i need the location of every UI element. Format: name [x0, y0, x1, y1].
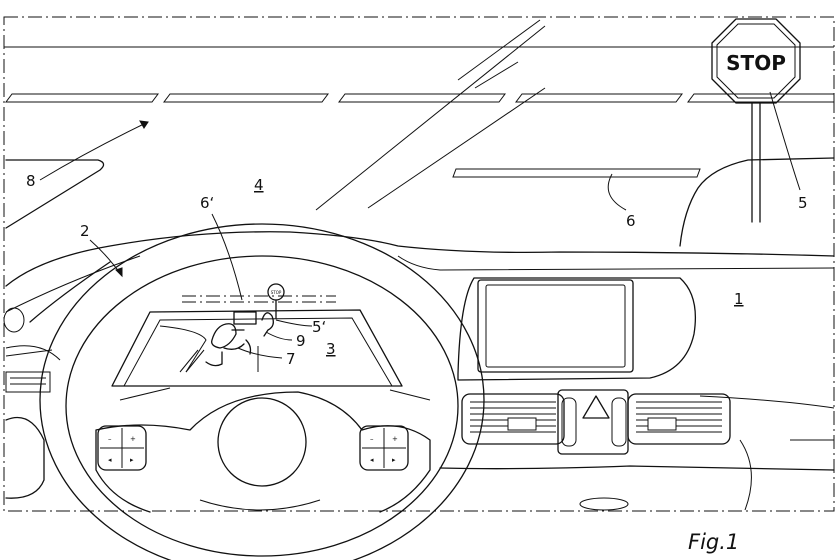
right-prev-label: ◂	[370, 456, 374, 464]
steering-wheel	[39, 223, 485, 560]
stop-sign-text: STOP	[726, 51, 786, 75]
label-5: 5	[798, 194, 808, 212]
label-9: 9	[296, 332, 306, 350]
projected-marking-6	[452, 168, 701, 178]
left-next-label: ▸	[130, 456, 134, 464]
reference-numerals: 1 2 3 4 5 5‘ 6 6‘ 7 8 9	[26, 172, 808, 368]
steering-buttons-left: – + ◂ ▸	[97, 425, 147, 471]
dashboard-inner-contour	[5, 255, 835, 313]
leader-lines	[39, 91, 801, 359]
stop-sign: STOP	[711, 18, 801, 223]
steering-buttons-right: – + ◂ ▸	[359, 425, 409, 471]
label-4: 4	[254, 176, 264, 194]
instrument-cluster	[111, 295, 403, 387]
windshield-reflections	[315, 19, 546, 211]
label-6: 6	[626, 212, 636, 230]
left-minus-label: –	[108, 435, 112, 443]
figure-caption: Fig.1	[688, 530, 740, 554]
label-3: 3	[326, 340, 336, 358]
dashboard-left-edge	[29, 261, 111, 323]
label-5-prime: 5‘	[312, 318, 326, 336]
hud-symbols	[205, 311, 274, 367]
figure-frame	[3, 16, 835, 512]
label-8: 8	[26, 172, 36, 190]
label-2: 2	[80, 222, 90, 240]
right-minus-label: –	[370, 435, 374, 443]
hud-stop-text: STOP	[271, 290, 282, 295]
infotainment-display	[457, 277, 697, 381]
label-7: 7	[286, 350, 296, 368]
hazard-button-icon	[582, 395, 610, 419]
label-1: 1	[734, 290, 744, 308]
right-next-label: ▸	[392, 456, 396, 464]
right-plus-label: +	[392, 435, 398, 443]
lane-markings	[5, 93, 835, 103]
dashboard-lower-left	[5, 345, 61, 361]
hud-stop-symbol: STOP	[267, 283, 285, 319]
center-air-vents	[439, 389, 835, 511]
left-prev-label: ◂	[108, 456, 112, 464]
roadside-left	[5, 159, 105, 229]
label-6-prime: 6‘	[200, 194, 214, 212]
dashboard-contour	[5, 231, 835, 287]
roadside-right	[679, 157, 835, 247]
left-air-vent	[3, 307, 51, 499]
left-plus-label: +	[130, 435, 136, 443]
